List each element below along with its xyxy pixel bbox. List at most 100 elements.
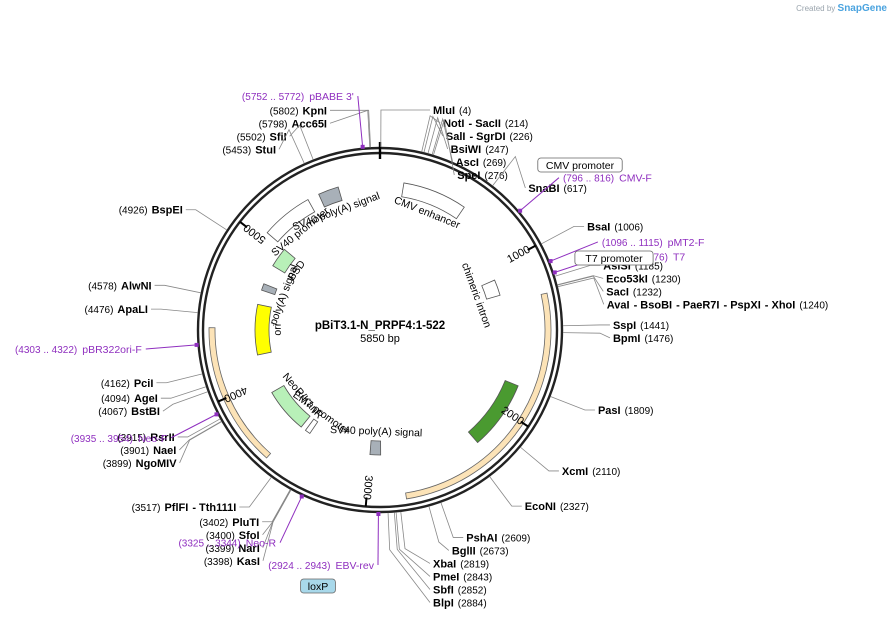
primer-range: (3935 .. 3954) bbox=[71, 434, 133, 445]
site-position: (3899) bbox=[103, 459, 132, 470]
site-position: (4067) bbox=[98, 407, 127, 418]
enzyme-name: SacI bbox=[606, 286, 629, 298]
site-position: (4578) bbox=[88, 281, 117, 292]
site-position: (2110) bbox=[592, 467, 620, 478]
restriction-site-layer: MluI(4)NotI- SacII(214)SalI- SgrDI(226)B… bbox=[85, 105, 829, 609]
feature-poly-a-signal-4 bbox=[261, 283, 278, 296]
site-line-1441 bbox=[562, 324, 610, 327]
site-label-1240: AvaI- BsoBI- PaeR7I- PspXI- XhoI(1240) bbox=[607, 299, 829, 311]
site-label-5798: (5798)Acc65I bbox=[259, 118, 327, 130]
enzyme-name: NgoMIV bbox=[136, 458, 178, 470]
site-position: (269) bbox=[483, 158, 506, 169]
enzyme-name: SpeI bbox=[457, 170, 480, 182]
primer-name: pBABE 3' bbox=[309, 91, 354, 103]
site-label-2843: PmeI(2843) bbox=[433, 571, 492, 583]
boxed-feature-loxp bbox=[300, 578, 336, 594]
site-position: (3399) bbox=[205, 544, 234, 555]
feature-chimeric-intron-9 bbox=[481, 279, 501, 300]
enzyme-name: XbaI bbox=[433, 558, 456, 570]
primer-label-cmv-f: (796 .. 816)CMV-F bbox=[563, 173, 652, 185]
site-line-2327 bbox=[489, 476, 522, 507]
primer-marker-pbr322ori-f bbox=[194, 342, 199, 347]
site-line-4094 bbox=[160, 386, 207, 399]
site-position: (3915) bbox=[117, 433, 146, 444]
site-label-4578: (4578)AlwNI bbox=[88, 280, 151, 292]
enzyme-name: BstBI bbox=[131, 406, 160, 418]
primer-label-pbr322ori-f: (4303 .. 4322)pBR322ori-F bbox=[15, 344, 142, 356]
site-position: (1232) bbox=[633, 287, 662, 298]
site-label-617: SnaBI (617) bbox=[528, 183, 587, 195]
site-line-214 bbox=[421, 115, 441, 152]
site-line-1185 bbox=[554, 264, 601, 277]
site-line-5502 bbox=[289, 124, 314, 160]
boxed-feature-label-cmv-promoter: CMV promoter bbox=[546, 160, 615, 172]
site-position: (2884) bbox=[458, 598, 487, 609]
enzyme-name: - PaeR7I bbox=[676, 299, 719, 311]
feature-cmv-enhancer-0 bbox=[401, 182, 465, 220]
site-line-1240 bbox=[557, 277, 605, 305]
primer-range: (4303 .. 4322) bbox=[15, 345, 77, 356]
tick-mark-4000 bbox=[217, 397, 227, 403]
site-line-4162 bbox=[156, 373, 203, 384]
site-position: (3398) bbox=[204, 557, 233, 568]
enzyme-name: NaeI bbox=[153, 445, 176, 457]
boxed-feature-cmv-promoter bbox=[537, 157, 623, 173]
site-label-3399: (3399)NarI bbox=[205, 543, 259, 555]
site-line-2110 bbox=[520, 446, 559, 472]
tick-mark-2000 bbox=[520, 420, 529, 428]
primer-label-neo-f: (3935 .. 3954) Neo-F bbox=[71, 433, 167, 445]
feature-neor-kanr-7 bbox=[271, 384, 311, 428]
site-line-3899 bbox=[179, 421, 222, 464]
primer-marker-pbabe-3 bbox=[360, 144, 365, 149]
site-label-2852: SbfI(2852) bbox=[433, 584, 487, 596]
site-line-4476 bbox=[150, 308, 198, 314]
enzyme-name: SfoI bbox=[239, 530, 260, 542]
site-line-2673 bbox=[428, 506, 450, 551]
site-label-276: SpeI(276) bbox=[457, 170, 508, 182]
primer-label-pbabe-3: (5752 .. 5772)pBABE 3' bbox=[242, 91, 354, 103]
enzyme-name: SnaBI bbox=[528, 183, 559, 195]
enzyme-name: StuI bbox=[255, 144, 276, 156]
site-position: (617) bbox=[564, 184, 587, 195]
enzyme-name: SspI bbox=[613, 320, 636, 332]
site-label-4: MluI(4) bbox=[433, 105, 471, 117]
tick-mark-5000 bbox=[239, 220, 248, 229]
site-position: (1476) bbox=[644, 334, 673, 345]
enzyme-name: MluI bbox=[433, 105, 455, 117]
primer-label-pmt2-f: (1096 .. 1115)pMT2-F bbox=[602, 237, 705, 249]
site-line-4926 bbox=[185, 209, 227, 231]
site-position: (3517) bbox=[132, 503, 161, 514]
enzyme-name: EcoNI bbox=[525, 501, 556, 513]
enzyme-name: ApaLI bbox=[117, 304, 148, 316]
primer-line-neo-r bbox=[279, 496, 303, 543]
site-position: (1006) bbox=[614, 222, 643, 233]
feature-label-ori-5: ori bbox=[272, 324, 284, 336]
primer-name: EBV-rev bbox=[335, 560, 374, 572]
site-line-5802 bbox=[330, 109, 371, 148]
site-label-3400: (3400)SfoI bbox=[206, 530, 260, 542]
primer-marker-t7 bbox=[552, 270, 557, 275]
enzyme-name: Eco53kI bbox=[606, 273, 648, 285]
site-label-1230: Eco53kI (1230) bbox=[606, 273, 681, 285]
primer-name: Neo-F bbox=[138, 433, 167, 445]
site-position: (1230) bbox=[652, 274, 681, 285]
enzyme-name: - Tth111I bbox=[192, 502, 236, 514]
site-position: (2327) bbox=[560, 502, 589, 513]
enzyme-name: PluTI bbox=[232, 517, 259, 529]
site-position: (1441) bbox=[640, 321, 669, 332]
site-label-4094: (4094)AgeI bbox=[101, 393, 158, 405]
plasmid-length: 5850 bp bbox=[360, 333, 400, 345]
tick-mark-1000 bbox=[527, 244, 537, 251]
primer-line-cmv-f bbox=[519, 177, 560, 212]
site-position: (2609) bbox=[501, 533, 530, 544]
feature-label-sv40-poly-a-signal-8: SV40 poly(A) signal bbox=[330, 424, 423, 439]
primer-name: T7 bbox=[673, 251, 685, 263]
site-label-1441: SspI (1441) bbox=[613, 320, 669, 332]
tick-label-4000: 4000 bbox=[222, 384, 249, 405]
enzyme-name: - BsoBI bbox=[634, 299, 673, 311]
feature-orf-12 bbox=[208, 327, 272, 459]
site-position: (5502) bbox=[237, 132, 266, 143]
primer-label-ebv-rev: (2924 .. 2943)EBV-rev bbox=[268, 560, 375, 572]
